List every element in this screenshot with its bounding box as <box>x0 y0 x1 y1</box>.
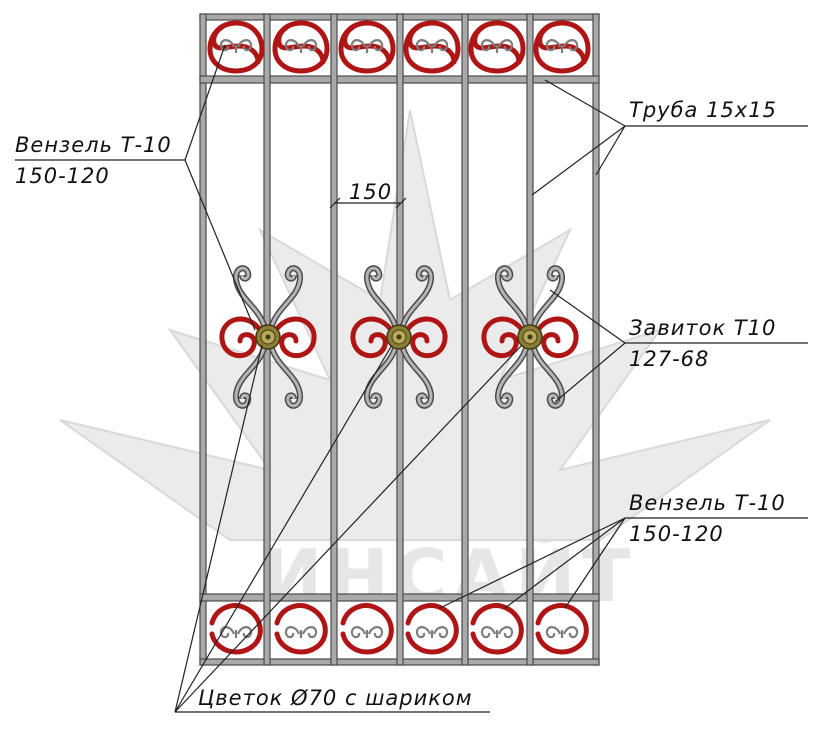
venzel-ornament <box>341 23 393 71</box>
venzel-ornament <box>210 23 262 71</box>
venzel-ornament <box>406 23 458 71</box>
label-venzel-bottom-size: 150-120 <box>629 522 724 546</box>
label-zavitok-size: 127-68 <box>629 347 710 371</box>
label-venzel-bottom: Вензель Т-10 <box>629 491 786 515</box>
leader-lines <box>15 44 808 713</box>
venzel-ornament <box>471 23 523 71</box>
dimension-150 <box>329 197 407 209</box>
label-venzel-top-size: 150-120 <box>15 164 110 188</box>
venzel-ornament <box>473 606 521 652</box>
label-pipe: Труба 15х15 <box>629 98 777 122</box>
venzel-ornament <box>536 23 588 71</box>
venzel-ornament <box>277 606 325 652</box>
venzel-ornament <box>408 606 456 652</box>
label-zavitok: Завиток Т10 <box>629 316 777 340</box>
label-dimension: 150 <box>349 180 393 204</box>
venzel-ornament <box>275 23 327 71</box>
label-flower: Цветок Ø70 с шариком <box>198 686 473 710</box>
venzel-ornament <box>343 606 391 652</box>
label-venzel-top: Вензель Т-10 <box>15 133 172 157</box>
venzel-ornament <box>538 606 586 652</box>
